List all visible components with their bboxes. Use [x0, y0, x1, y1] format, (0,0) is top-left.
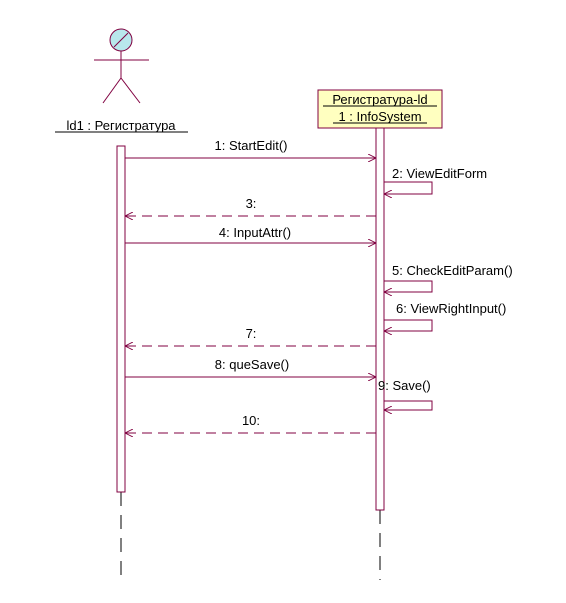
message-7-label: 7:	[246, 326, 257, 341]
actor-name: ld1 : Регистратура	[66, 118, 176, 133]
message-10-label: 10:	[242, 413, 260, 428]
message-6-label: 6: ViewRightInput()	[396, 301, 506, 316]
message-6-arrow	[384, 319, 433, 331]
message-2-label: 2: ViewEditForm	[392, 166, 487, 181]
message-9-label: 9: Save()	[378, 378, 431, 393]
object-name-line1: Регистратура-ld	[332, 92, 427, 107]
message-2-arrow	[384, 181, 433, 194]
message-5-arrow	[384, 280, 433, 292]
stick-figure-actor-icon	[94, 28, 149, 104]
message-8-label: 8: queSave()	[215, 357, 289, 372]
message-1-label: 1: StartEdit()	[215, 138, 288, 153]
message-4-label: 4: InputAttr()	[219, 225, 291, 240]
object-activation-bar	[375, 127, 385, 511]
object-name-line2: 1 : InfoSystem	[338, 109, 421, 124]
actor-activation-bar	[116, 145, 126, 493]
message-9-arrow	[384, 400, 433, 410]
message-5-label: 5: CheckEditParam()	[392, 263, 513, 278]
message-3-label: 3:	[246, 196, 257, 211]
